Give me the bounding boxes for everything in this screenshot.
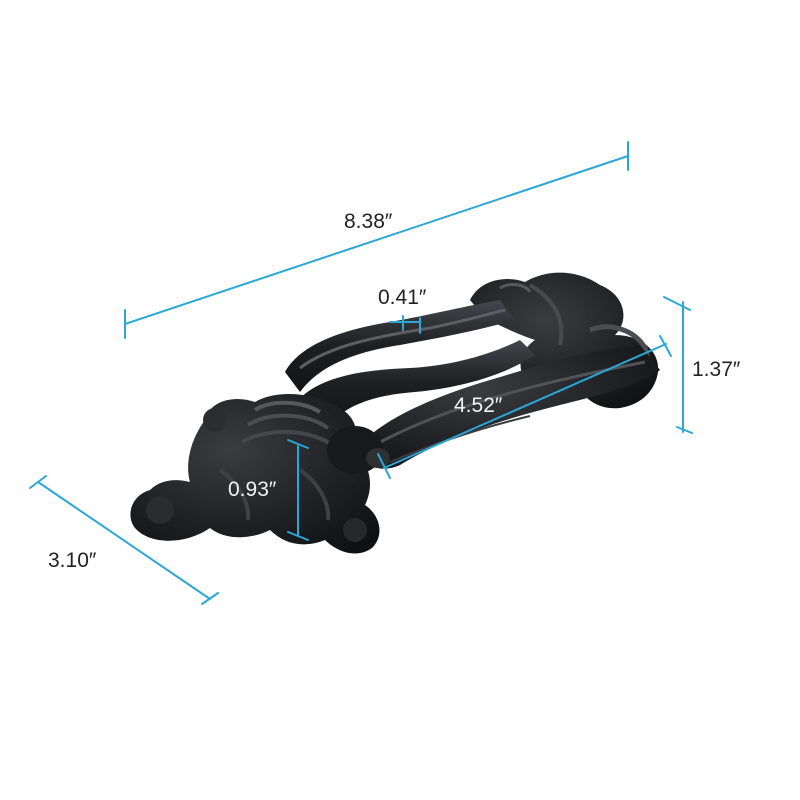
width-dimension-line — [29, 475, 219, 605]
dimension-lines — [29, 141, 693, 605]
ring-thickness-dimension-line — [389, 315, 421, 334]
overall-length-label: 8.38″ — [344, 210, 393, 233]
dimension-labels: 8.38″ 0.41″ 1.37″ 4.52″ 0.93″ 3.10″ — [48, 210, 741, 572]
base-height-label: 0.93″ — [228, 478, 277, 501]
ring-thickness-label: 0.41″ — [378, 286, 427, 309]
overall-length-dimension-line — [124, 141, 629, 339]
base-plate — [130, 394, 380, 554]
ring-upper-rail — [285, 300, 515, 392]
height-label: 1.37″ — [692, 358, 741, 381]
height-dimension-line — [663, 296, 693, 434]
door-knocker — [130, 272, 660, 554]
knocker-length-dimension-line — [377, 335, 672, 479]
width-label: 3.10″ — [48, 549, 97, 572]
ring-lower-rail — [300, 340, 535, 425]
base-height-dimension-line — [287, 439, 309, 541]
pivot-hinge — [327, 426, 390, 474]
knocker-length-label: 4.52″ — [454, 394, 503, 417]
